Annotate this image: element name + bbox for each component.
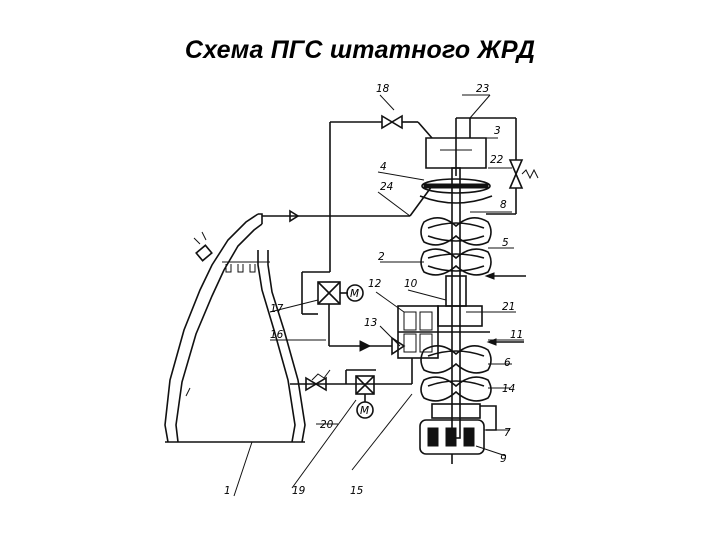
label-5: 5 [502, 237, 509, 249]
line-16 [329, 336, 406, 356]
label-19: 19 [292, 485, 306, 497]
label-1: 1 [224, 485, 231, 497]
label-24: 24 [380, 181, 393, 193]
line-18-bypass [329, 114, 433, 272]
combustion-chamber-nozzle [164, 213, 306, 443]
label-17: 17 [270, 303, 284, 315]
position-labels: 18 23 3 22 4 24 8 5 2 10 12 21 11 13 6 1… [224, 83, 523, 497]
label-12: 12 [368, 278, 382, 290]
line-24-hot-gas [262, 185, 433, 223]
leader-lines [233, 94, 524, 497]
motor-symbol-17: М [350, 288, 359, 300]
valve-22 [486, 159, 539, 215]
motor-symbol-19: М [360, 405, 369, 417]
gas-generator [425, 117, 517, 176]
label-16: 16 [270, 329, 284, 341]
label-13: 13 [364, 317, 377, 329]
label-20: 20 [320, 419, 334, 431]
label-2: 2 [378, 251, 385, 263]
label-15: 15 [350, 485, 364, 497]
label-14: 14 [502, 383, 515, 395]
regulator-17: М [301, 271, 364, 346]
label-9: 9 [500, 453, 507, 465]
label-4: 4 [380, 161, 387, 173]
label-21: 21 [502, 301, 515, 313]
label-10: 10 [404, 278, 418, 290]
regulator-19-and-valve-20: М [290, 358, 413, 419]
label-8: 8 [500, 199, 507, 211]
label-18: 18 [376, 83, 390, 95]
label-7: 7 [504, 427, 511, 439]
label-3: 3 [494, 125, 501, 137]
slide-title: Схема ПГС штатного ЖРД [184, 36, 536, 64]
label-11: 11 [510, 329, 523, 341]
label-22: 22 [490, 154, 504, 166]
turbopump-unit [397, 167, 497, 464]
label-23: 23 [476, 83, 489, 95]
label-6: 6 [504, 357, 511, 369]
